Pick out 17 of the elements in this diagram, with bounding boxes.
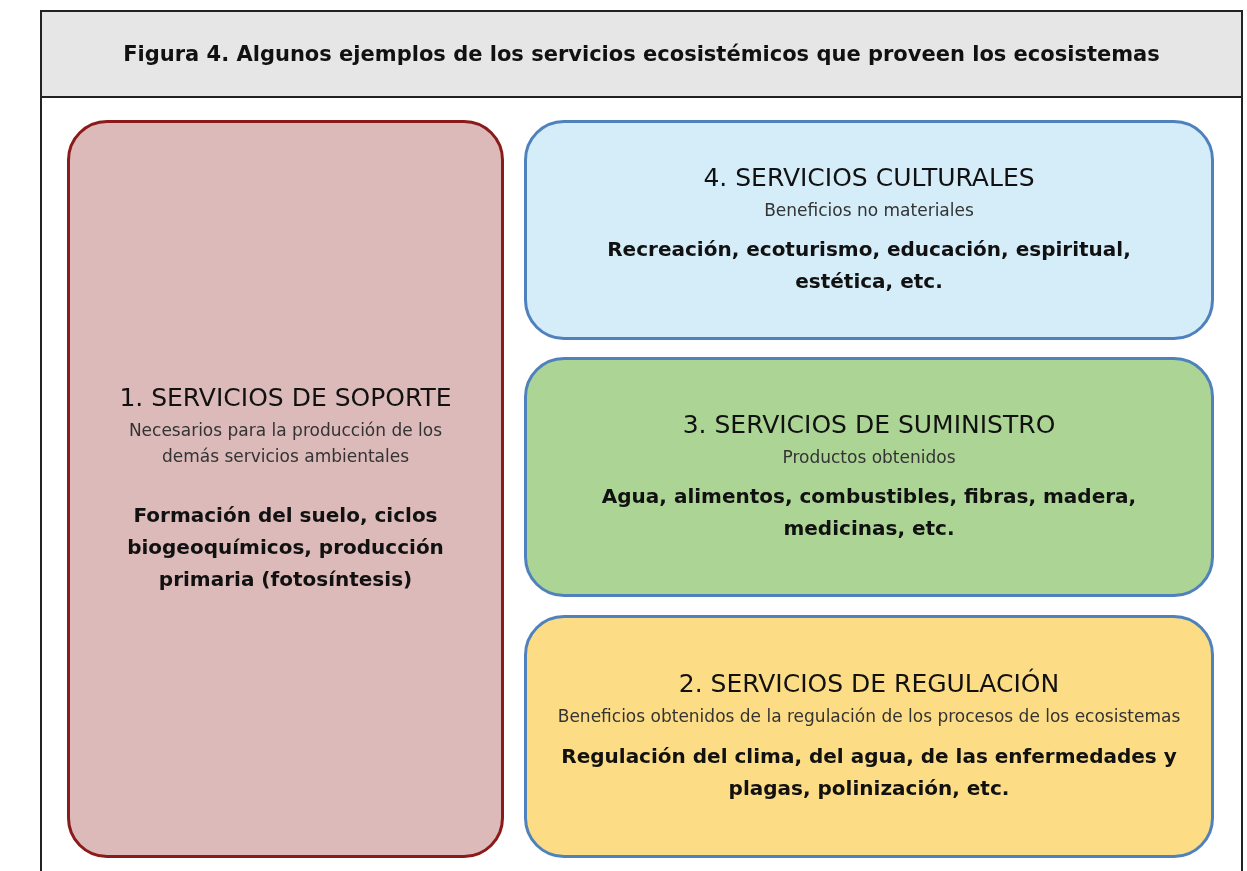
service-heading: 4. SERVICIOS CULTURALES xyxy=(703,162,1035,192)
service-examples: Regulación del clima, del agua, de las enfermedades y plagas, polinización, etc. xyxy=(560,742,1178,802)
figure-title: Figura 4. Algunos ejemplos de los servicios ecosistémicos que proveen los ecosistemas xyxy=(123,42,1160,66)
service-heading: 3. SERVICIOS DE SUMINISTRO xyxy=(682,409,1056,439)
service-description: Beneficios obtenidos de la regulación de los procesos de los ecosistemas xyxy=(557,705,1181,729)
service-examples: Recreación, ecoturismo, educación, espiritual, estética, etc. xyxy=(606,236,1132,296)
service-heading: 2. SERVICIOS DE REGULACIÓN xyxy=(678,669,1060,699)
service-examples: Agua, alimentos, combustibles, fibras, madera, medicinas, etc. xyxy=(600,483,1138,543)
service-examples: Formación del suelo, ciclos biogeoquímicos, producción primaria (fotosíntesis) xyxy=(126,502,445,593)
service-box xyxy=(524,120,1214,340)
service-heading: 1. SERVICIOS DE SOPORTE xyxy=(119,383,452,412)
service-box xyxy=(524,615,1214,858)
service-description: Beneficios no materiales xyxy=(764,198,974,222)
service-description: Necesarios para la producción de los demás servicios ambientales xyxy=(127,419,444,468)
service-box xyxy=(67,120,504,858)
service-description: Productos obtenidos xyxy=(782,445,956,469)
service-box xyxy=(524,357,1214,597)
